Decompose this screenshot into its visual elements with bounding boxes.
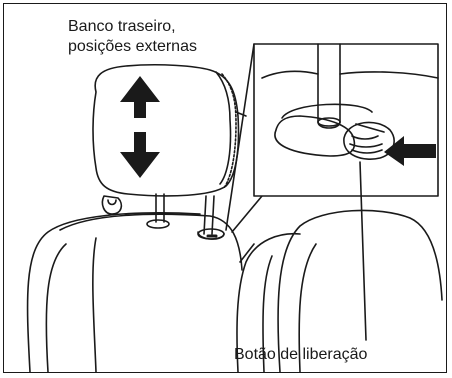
inset-detail-box (253, 43, 439, 197)
right-seat-back (277, 209, 443, 373)
seat-position-line-2: posições externas (68, 38, 197, 55)
up-down-arrow (120, 76, 160, 178)
callout-line-bottom (231, 195, 263, 233)
release-leader-line (359, 161, 367, 341)
release-button-label: Botão de liberação (234, 346, 368, 363)
push-arrow (384, 136, 436, 166)
seat-position-line-1: Banco traseiro, (68, 18, 176, 35)
rear-seat-backs (26, 212, 301, 373)
seat-position-label: Banco traseiro, posições externas (68, 17, 197, 57)
callout-line-top (225, 43, 255, 231)
